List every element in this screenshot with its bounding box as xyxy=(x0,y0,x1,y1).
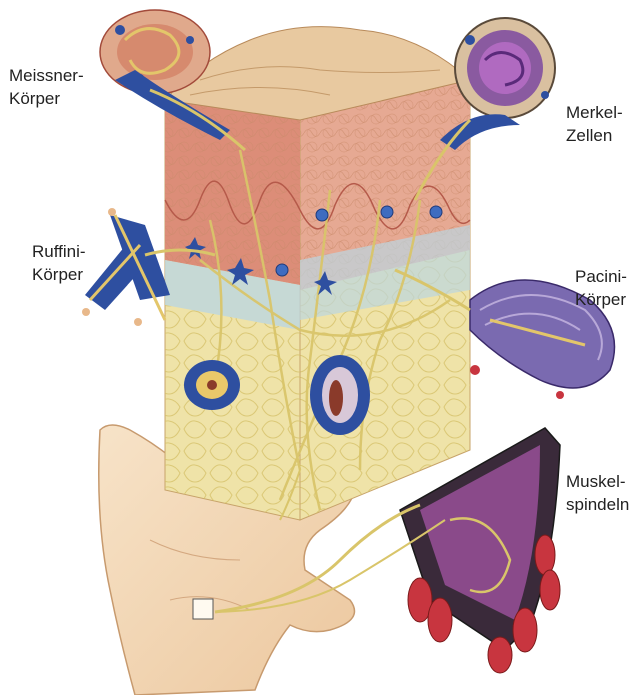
label-meissner-line1: Meissner- xyxy=(9,64,84,87)
label-merkel: Merkel- Zellen xyxy=(566,101,623,147)
label-merkel-line2: Zellen xyxy=(566,124,623,147)
label-muskel-line1: Muskel- xyxy=(566,470,629,493)
label-ruffini-line1: Ruffini- xyxy=(32,240,86,263)
label-merkel-line1: Merkel- xyxy=(566,101,623,124)
magnify-box xyxy=(193,599,213,619)
skin-block xyxy=(165,27,470,520)
label-pacini: Pacini- Körper xyxy=(575,265,627,311)
label-ruffini: Ruffini- Körper xyxy=(32,240,86,286)
label-pacini-line2: Körper xyxy=(575,288,627,311)
label-ruffini-line2: Körper xyxy=(32,263,86,286)
label-muskel: Muskel- spindeln xyxy=(566,470,629,516)
label-muskel-line2: spindeln xyxy=(566,493,629,516)
label-meissner: Meissner- Körper xyxy=(9,64,84,110)
label-pacini-line1: Pacini- xyxy=(575,265,627,288)
label-meissner-line2: Körper xyxy=(9,87,84,110)
